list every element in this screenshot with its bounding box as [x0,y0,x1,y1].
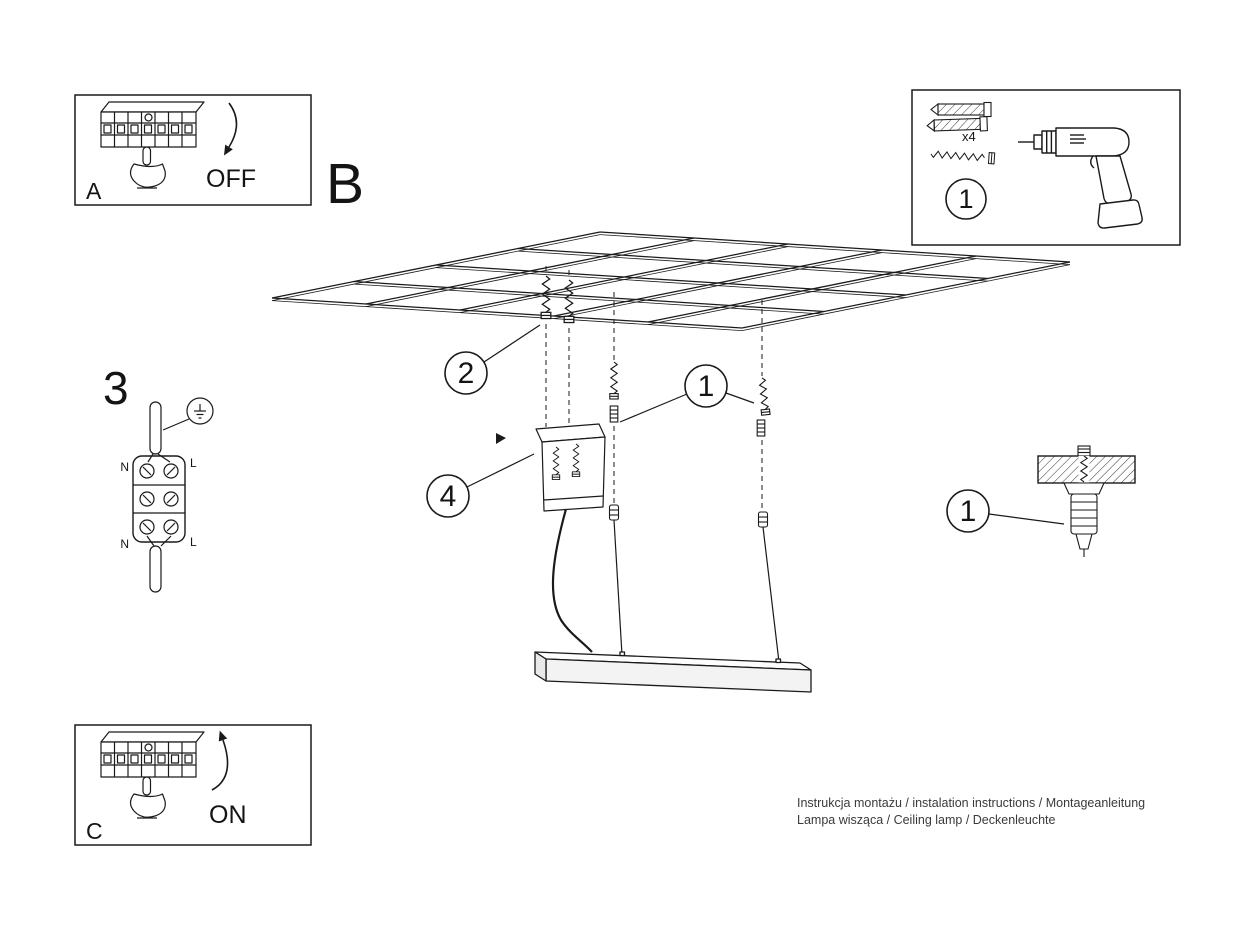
detail-marker-icon [496,433,506,444]
ground-symbol-icon [162,397,214,431]
wire-label-n: N [120,460,129,474]
svg-text:4: 4 [440,480,457,513]
svg-text:1: 1 [960,495,977,528]
suspension-grip-detail [1063,482,1105,557]
anchor-detail-view [1037,445,1136,557]
svg-text:1: 1 [698,370,715,403]
suspension-right [756,300,780,663]
power-cord [551,508,593,653]
wire-label-n: N [120,537,129,551]
switch-on-arrow-icon [211,730,229,791]
anchor-in-slab [1077,445,1091,483]
ceiling-screw-icon [757,377,771,416]
suspension-wire [762,526,780,663]
switch-state-label: ON [209,801,247,829]
wire-label-l: L [190,456,197,470]
step-letter-c: C [86,818,103,844]
footer-caption: Instrukcja montażu / instalation instruc… [797,796,1145,827]
svg-text:2: 2 [458,357,475,390]
step-number-badge: 1 [945,178,987,220]
ceiling-screw-icon [540,275,552,320]
required-parts-panel: x4 1 [911,89,1181,246]
wall-plug-icon [756,419,766,437]
callout-4-badge: 4 [426,453,535,518]
power-on-step-panel: ON C [74,724,312,846]
lamp-end-cap [534,651,547,682]
svg-text:1: 1 [958,184,973,214]
section-label-b: B [326,152,364,216]
wire-attachment [775,658,782,664]
power-off-step-panel: OFF A [74,94,312,206]
wall-plug-icon [930,101,992,118]
suspension-middle [608,292,623,656]
ceiling-grid [271,231,1071,332]
footer-line-2: Lampa wisząca / Ceiling lamp / Deckenleu… [797,813,1056,827]
wiring-step: 3 [103,362,214,593]
mains-cable [149,401,162,455]
canopy-assembly [496,423,606,512]
callout-1-detail-badge: 1 [946,489,1065,533]
step-letter-a: A [86,178,102,204]
wire-label-l: L [190,535,197,549]
anchor-quantity-label: x4 [962,129,976,144]
wire-grip-icon [757,511,769,528]
ceiling-screw-icon [609,361,619,400]
footer-line-1: Instrukcja montażu / instalation instruc… [797,796,1145,810]
canopy-suspension-screws [540,266,575,427]
wall-plug-icon [609,405,619,423]
section-label-3: 3 [103,362,129,414]
switch-off-arrow-icon [224,102,238,156]
ceiling-screw-icon [563,279,575,324]
suspension-wire [613,519,623,656]
terminal-block-icon [132,455,186,543]
wire-grip-icon [608,504,620,521]
callout-2-badge: 2 [444,324,541,395]
wire-attachment [619,651,626,657]
lamp-cable [149,545,162,593]
switch-state-label: OFF [206,165,256,193]
callout-1-anchors-badge: 1 [619,364,755,423]
pendant-lamp [534,651,812,693]
